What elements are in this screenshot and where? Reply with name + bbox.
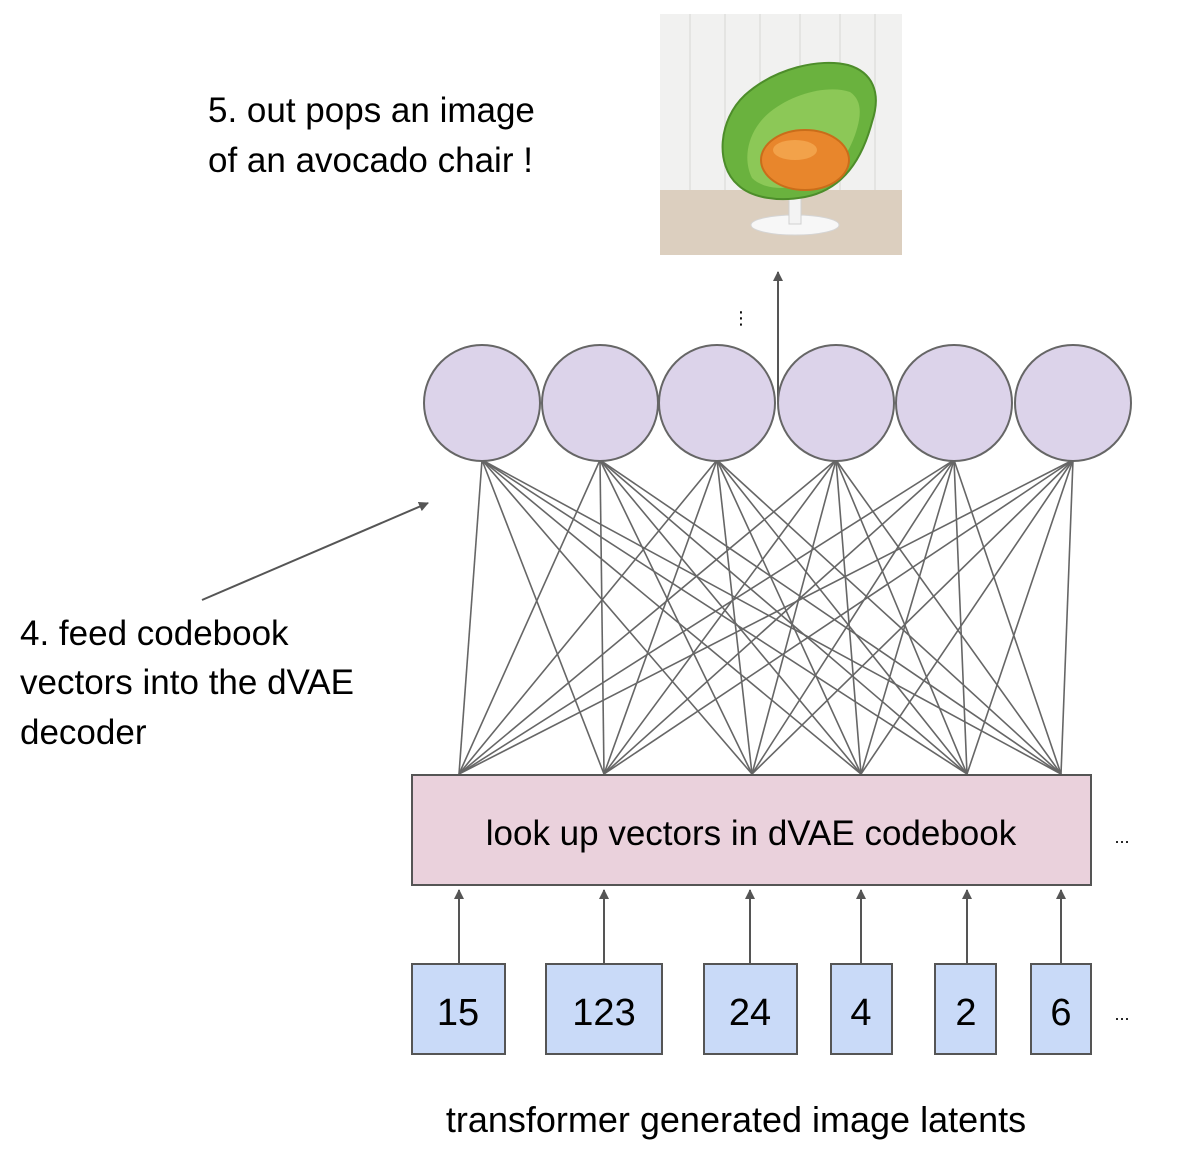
connection-line xyxy=(860,459,1074,775)
step4-arrow xyxy=(201,501,429,601)
connection-line xyxy=(481,459,862,775)
connection-line xyxy=(953,459,1062,775)
connection-line xyxy=(458,459,1074,775)
latent-token: 15 xyxy=(411,963,506,1055)
connection-line xyxy=(481,459,1062,775)
step4-line2: vectors into the dVAE xyxy=(20,663,354,702)
connection-line xyxy=(716,459,753,775)
latent-token: 24 xyxy=(703,963,798,1055)
connection-line xyxy=(481,459,968,775)
chair-cushion xyxy=(760,129,850,191)
connection-line xyxy=(599,459,605,775)
latent-value: 4 xyxy=(850,992,871,1034)
connection-line xyxy=(481,459,605,775)
latent-value: 123 xyxy=(572,992,635,1034)
step5-line2: of an avocado chair ! xyxy=(208,141,533,180)
latent-value: 6 xyxy=(1050,992,1071,1034)
connection-line xyxy=(860,459,955,775)
connection-line xyxy=(751,459,837,775)
connection-line xyxy=(599,459,1062,775)
connection-line xyxy=(953,459,968,775)
connection-line xyxy=(835,459,968,775)
step4-line3: decoder xyxy=(20,713,147,752)
latent-token: 6 xyxy=(1030,963,1092,1055)
latent-token: 4 xyxy=(830,963,893,1055)
connection-line xyxy=(603,459,1074,775)
latent-token: 123 xyxy=(545,963,663,1055)
latents-caption: transformer generated image latents xyxy=(446,1099,1026,1140)
codebook-box xyxy=(411,774,1092,886)
connection-line xyxy=(835,459,1062,775)
connection-line xyxy=(716,459,968,775)
latent-arrows xyxy=(454,889,1066,963)
connection-line xyxy=(1060,459,1074,775)
latent-value: 15 xyxy=(437,992,479,1034)
vertical-ellipsis: ⋮ xyxy=(732,308,750,328)
latent-value: 2 xyxy=(955,992,976,1034)
connection-line xyxy=(603,459,718,775)
decoder-node xyxy=(541,344,659,462)
connection-line xyxy=(599,459,968,775)
codebook-label: look up vectors in dVAE codebook xyxy=(486,814,1017,853)
step5-line1: 5. out pops an image xyxy=(208,91,535,130)
connection-line xyxy=(458,459,955,775)
decoder-node xyxy=(1014,344,1132,462)
connection-line xyxy=(835,459,862,775)
codebook-ellipsis: ... xyxy=(1114,827,1129,847)
connection-line xyxy=(481,459,753,775)
connection-line xyxy=(716,459,1062,775)
latent-value: 24 xyxy=(729,992,771,1034)
decoder-connections xyxy=(458,459,1074,775)
connection-line xyxy=(458,459,483,775)
connection-line xyxy=(716,459,862,775)
connection-line xyxy=(599,459,753,775)
decoder-node xyxy=(658,344,776,462)
connection-line xyxy=(458,459,837,775)
latent-token: 2 xyxy=(934,963,997,1055)
decoder-nodes xyxy=(423,344,1132,462)
connection-line xyxy=(751,459,1074,775)
decoder-node xyxy=(777,344,895,462)
latent-tokens: 15 123 24 4 2 6 xyxy=(411,963,1092,1055)
decoder-node xyxy=(423,344,541,462)
connection-line xyxy=(603,459,955,775)
latents-ellipsis: ... xyxy=(1114,1004,1129,1024)
connection-line xyxy=(603,459,837,775)
connection-line xyxy=(966,459,1074,775)
output-image xyxy=(660,14,902,255)
step4-line1: 4. feed codebook xyxy=(20,614,289,653)
decoder-node xyxy=(895,344,1013,462)
connection-line xyxy=(458,459,718,775)
connection-line xyxy=(458,459,601,775)
connection-line xyxy=(751,459,955,775)
connection-line xyxy=(599,459,862,775)
